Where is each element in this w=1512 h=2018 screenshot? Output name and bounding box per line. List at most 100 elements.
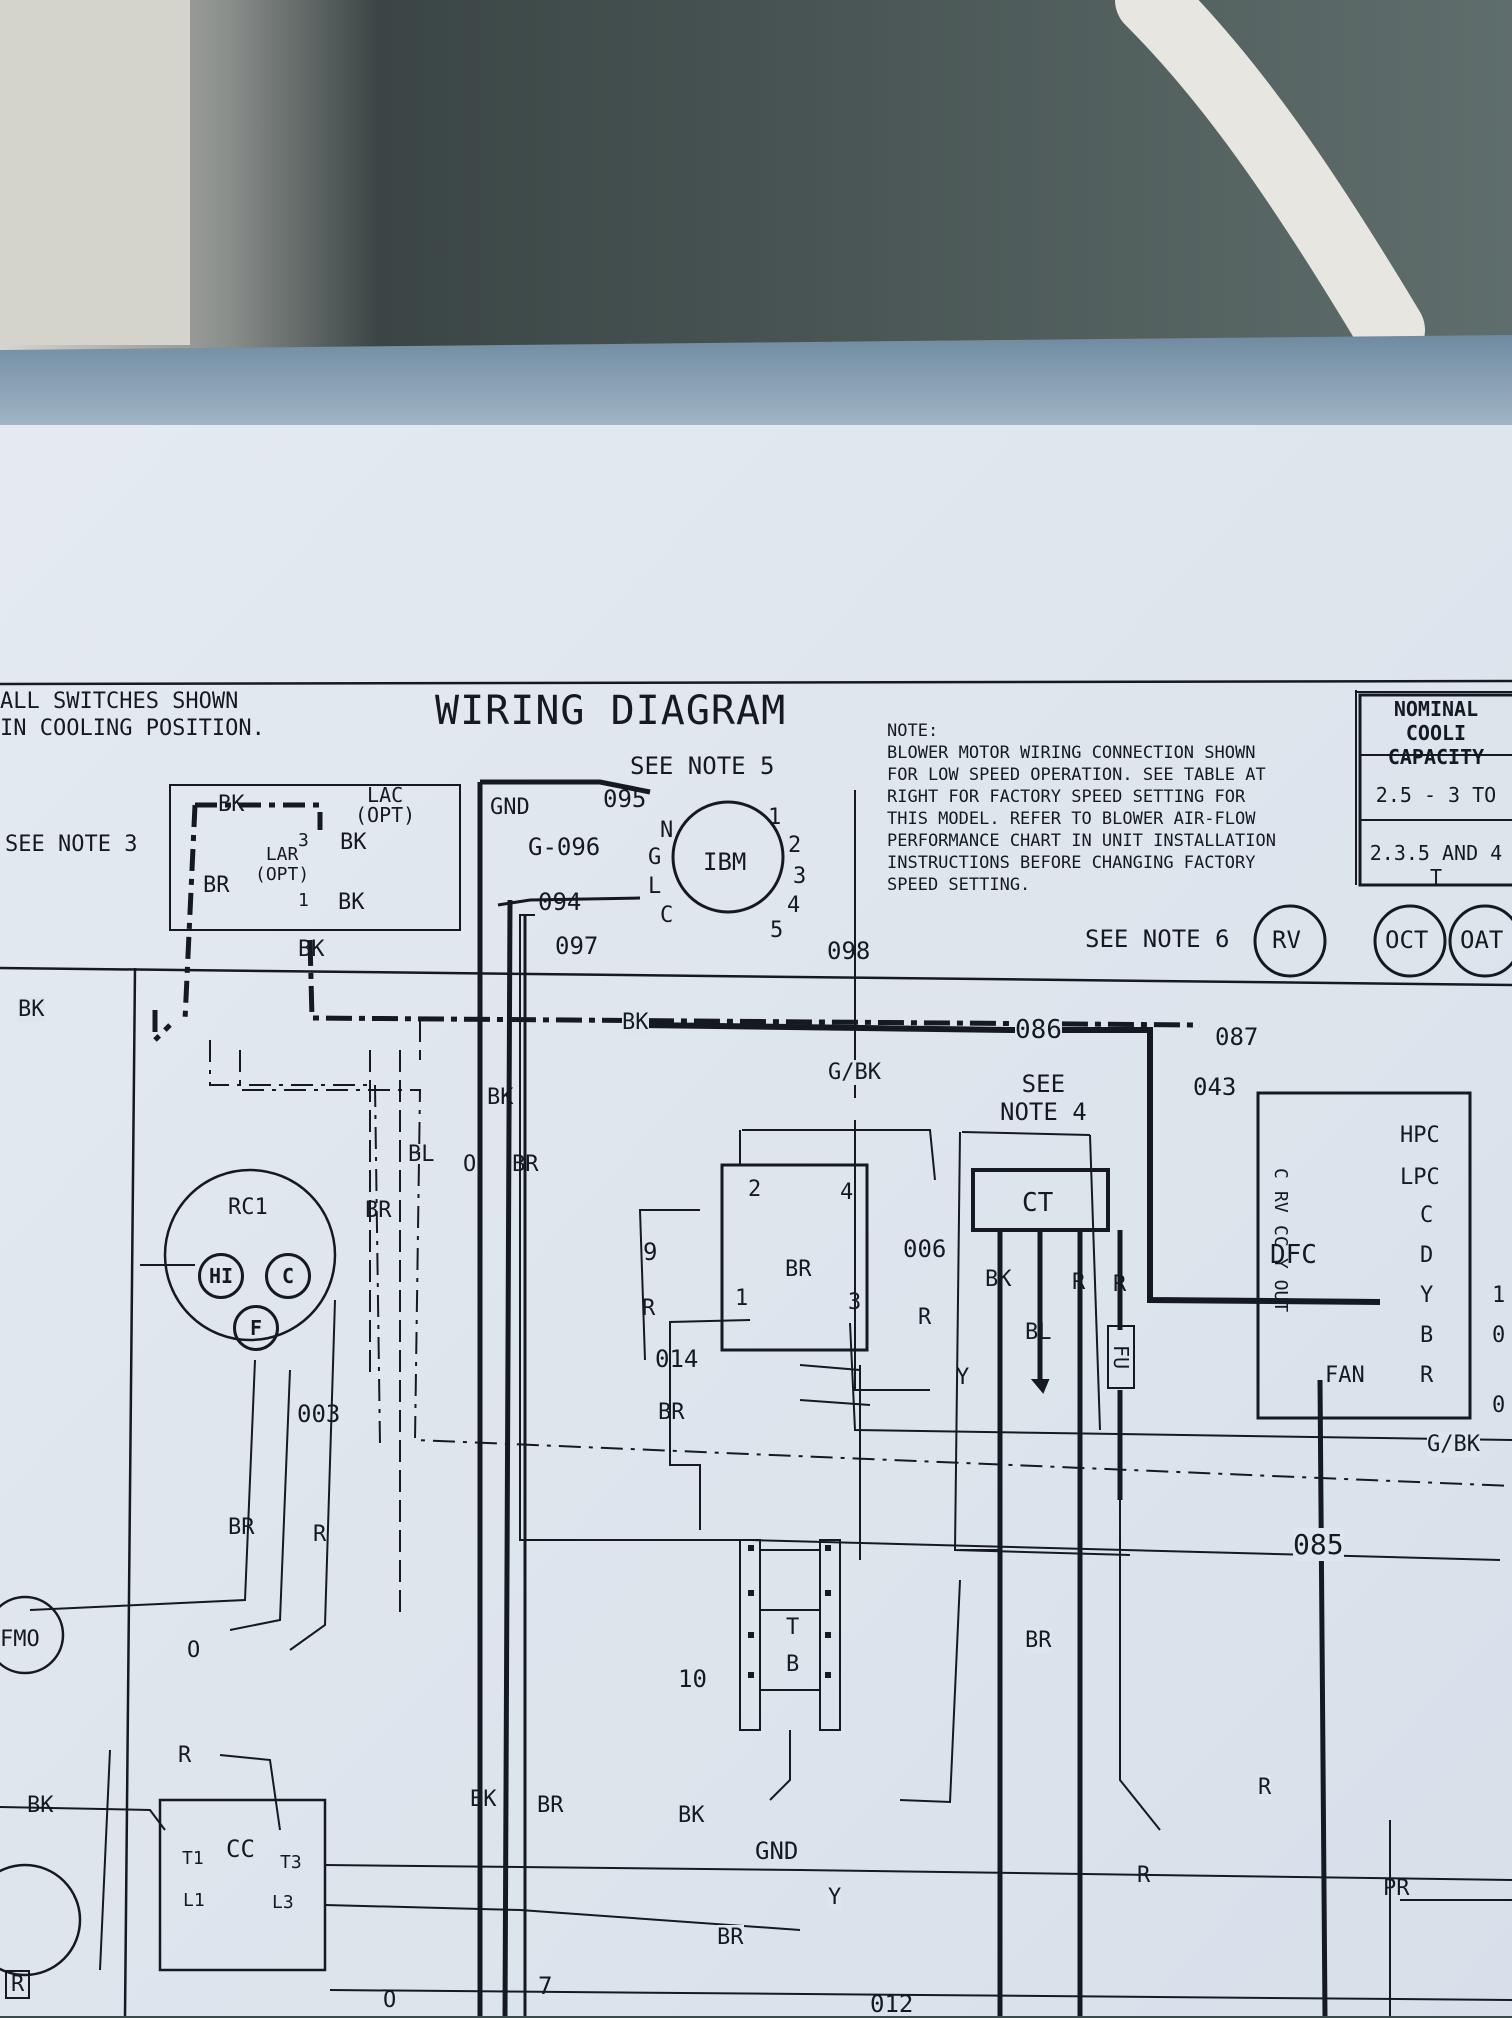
rc1-term-hi: HI bbox=[198, 1253, 244, 1299]
wire-096: G-096 bbox=[528, 833, 601, 861]
label-y-bottom: Y bbox=[828, 1885, 842, 1910]
cc-term-l1: L1 bbox=[183, 1890, 205, 1911]
see-note-5: SEE NOTE 5 bbox=[630, 752, 775, 780]
capacity-header-2: CAPACITY bbox=[1387, 745, 1485, 769]
terminal-r-bottom: R bbox=[5, 1970, 31, 1999]
ct-wire-r2: R bbox=[1113, 1272, 1127, 1297]
oct-circle-label: OCT bbox=[1385, 926, 1429, 954]
ibm-speed-1: 1 bbox=[768, 805, 782, 830]
dfc-pin-yout: Y OUT bbox=[1270, 1258, 1291, 1313]
dfc-fan-label: FAN bbox=[1325, 1363, 1365, 1388]
ct-wire-bk: BK bbox=[985, 1267, 1012, 1292]
label-br-014: BR bbox=[658, 1400, 685, 1425]
rc1-term-f: F bbox=[233, 1305, 279, 1351]
label-br-cc: BR bbox=[717, 1925, 744, 1950]
note-line-5: PERFORMANCE CHART IN UNIT INSTALLATION bbox=[887, 831, 1276, 851]
label-r-006: R bbox=[918, 1305, 932, 1330]
wire-085: 085 bbox=[1293, 1528, 1344, 1561]
panel-paper bbox=[0, 425, 1512, 2016]
label-pr: PR bbox=[1383, 1876, 1410, 1901]
note-line-7: SPEED SETTING. bbox=[887, 875, 1031, 895]
see-note-4: SEE NOTE 4 bbox=[1000, 1070, 1087, 1126]
gnd-bottom-label: GND bbox=[755, 1837, 799, 1865]
label-r-9: R bbox=[642, 1296, 656, 1321]
label-gbk-top: G/BK bbox=[828, 1060, 881, 1085]
label-o-bottom: O bbox=[383, 1988, 397, 2013]
lar-label-1: LAR bbox=[265, 844, 299, 865]
br-relay-pin-2: 2 bbox=[748, 1177, 762, 1202]
dfc-edge-0a: 0 bbox=[1492, 1323, 1506, 1348]
dfc-pin-rv: RV bbox=[1270, 1190, 1291, 1213]
ibm-terminal-g: G bbox=[648, 845, 662, 870]
note-line-6: INSTRUCTIONS BEFORE CHANGING FACTORY bbox=[887, 853, 1256, 873]
wire-043: 043 bbox=[1193, 1073, 1237, 1101]
lar-pin-3: 3 bbox=[298, 830, 309, 851]
dfc-pin-cc: CC bbox=[1270, 1224, 1291, 1247]
br-relay-pin-1: 1 bbox=[735, 1286, 749, 1311]
label-r-ct: R bbox=[1137, 1863, 1151, 1888]
br-relay-pin-3: 3 bbox=[848, 1290, 862, 1315]
label-bk-lar-bottom: BK bbox=[338, 890, 365, 915]
label-bk-main: BK bbox=[622, 1010, 649, 1035]
see-note-6: SEE NOTE 6 bbox=[1085, 925, 1230, 953]
capacity-header-1: NOMINAL COOLI bbox=[1393, 697, 1479, 745]
cc-term-t1: T1 bbox=[182, 1848, 204, 1869]
label-br-rc1: BR bbox=[228, 1515, 255, 1540]
label-bk-lar-top: BK bbox=[340, 830, 367, 855]
ibm-speed-2: 2 bbox=[788, 833, 802, 858]
wire-087: 087 bbox=[1215, 1023, 1259, 1051]
wire-097: 097 bbox=[555, 932, 599, 960]
lac-label-2: (OPT) bbox=[355, 803, 416, 827]
wire-086: 086 bbox=[1015, 1015, 1062, 1045]
fuse-label: FU bbox=[1107, 1325, 1135, 1389]
note-line-1: BLOWER MOTOR WIRING CONNECTION SHOWN bbox=[887, 743, 1256, 763]
gnd-label: GND bbox=[490, 795, 530, 820]
ibm-speed-5: 5 bbox=[770, 918, 784, 943]
blower-note: NOTE: BLOWER MOTOR WIRING CONNECTION SHO… bbox=[887, 720, 1347, 896]
wire-012: 012 bbox=[870, 1990, 914, 2018]
wire-098: 098 bbox=[827, 937, 871, 965]
label-br-tb: BR bbox=[1025, 1628, 1052, 1653]
label-r-rc1: R bbox=[313, 1522, 327, 1547]
label-bk-vertical: BK bbox=[487, 1085, 514, 1110]
wire-095: 095 bbox=[603, 785, 647, 813]
ct-wire-bl: BL bbox=[1025, 1320, 1052, 1345]
label-br-bottom: BR bbox=[537, 1793, 564, 1818]
switch-note-line-1: ALL SWITCHES SHOWN bbox=[0, 689, 239, 714]
dfc-edge-1: 1 bbox=[1492, 1283, 1506, 1308]
capacity-table: NOMINAL COOLI CAPACITY 2.5 - 3 TO 2.3.5 … bbox=[1360, 697, 1512, 889]
wire-10: 10 bbox=[678, 1665, 707, 1693]
br-relay-pin-4: 4 bbox=[840, 1180, 854, 1205]
rc1-term-c: C bbox=[265, 1253, 311, 1299]
ct-label: CT bbox=[1022, 1188, 1054, 1218]
lac-label-1: LAC bbox=[367, 783, 404, 807]
label-br-lar: BR bbox=[203, 873, 230, 898]
note-title: NOTE: bbox=[887, 721, 939, 741]
label-bl-left: BL bbox=[408, 1142, 435, 1167]
cc-term-l3: L3 bbox=[272, 1892, 294, 1913]
wire-006: 006 bbox=[903, 1235, 947, 1263]
lar-label-2: (OPT) bbox=[255, 864, 310, 885]
wire-003: 003 bbox=[297, 1400, 341, 1428]
ct-wire-r1: R bbox=[1072, 1270, 1086, 1295]
dfc-top-pins: C RV CC Y OUT bbox=[1270, 1168, 1291, 1312]
note-line-2: FOR LOW SPEED OPERATION. SEE TABLE AT bbox=[887, 765, 1266, 785]
ibm-speed-4: 4 bbox=[787, 893, 801, 918]
label-br-top: BR bbox=[512, 1152, 539, 1177]
fmo-label: FMO bbox=[0, 1627, 40, 1652]
label-o-left: O bbox=[463, 1152, 477, 1177]
label-y-mid: Y bbox=[956, 1365, 970, 1390]
terminal-b: B bbox=[786, 1652, 800, 1677]
ibm-label: IBM bbox=[703, 848, 747, 876]
label-o-fmo: O bbox=[187, 1638, 201, 1663]
lac-label: LAC (OPT) bbox=[355, 785, 415, 825]
rc1-label: RC1 bbox=[228, 1195, 268, 1220]
ibm-terminal-c: C bbox=[660, 903, 674, 928]
wire-9: 9 bbox=[643, 1238, 658, 1266]
label-r-right: R bbox=[1258, 1775, 1272, 1800]
cc-label: CC bbox=[226, 1835, 255, 1863]
label-bk-left: BK bbox=[18, 997, 45, 1022]
white-conduit bbox=[1115, 0, 1425, 365]
lar-label: LAR (OPT) bbox=[255, 845, 309, 885]
